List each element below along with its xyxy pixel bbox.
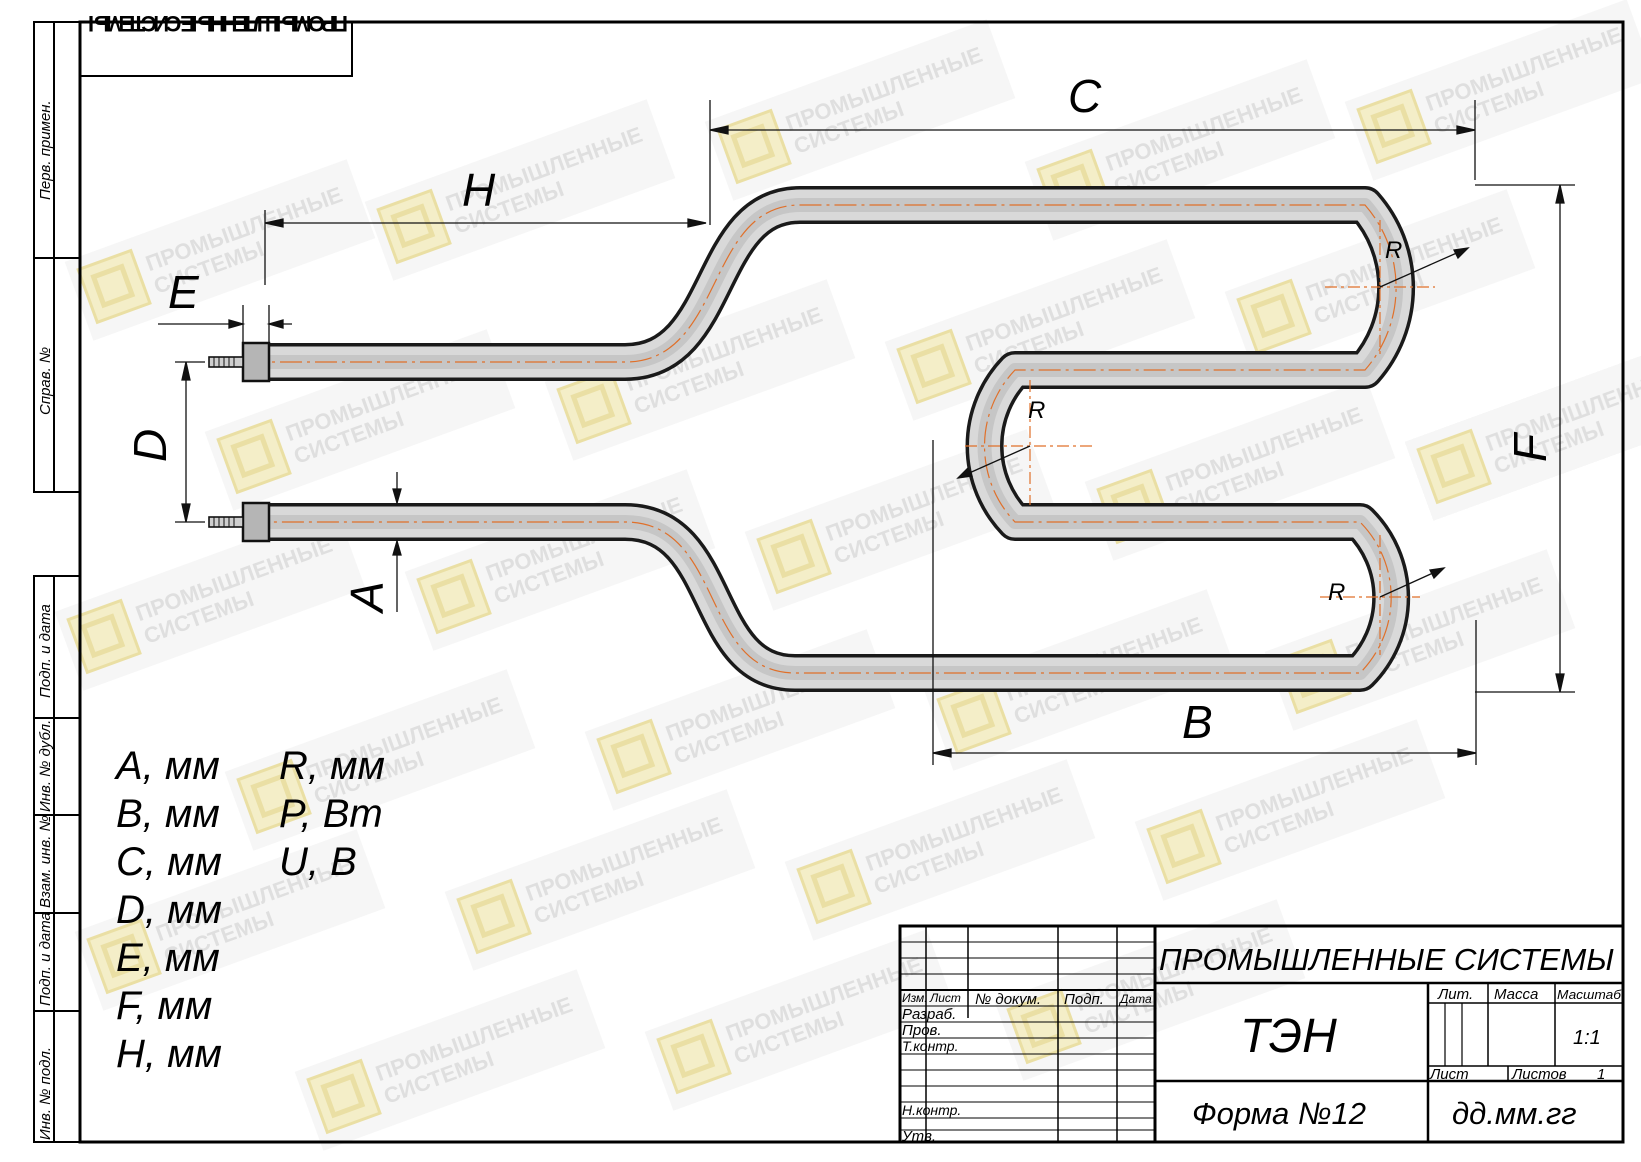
tb-listov-value: 1 [1597, 1066, 1605, 1083]
dim-label-r-bottom: R [1328, 579, 1345, 606]
param-r: R, мм [279, 744, 385, 788]
side-label-perv-primen: Перв. примен. [37, 100, 54, 200]
tb-utv: Утв. [901, 1128, 936, 1145]
tube-centerline [245, 204, 1397, 674]
tb-listov: Листов [1511, 1066, 1567, 1083]
side-stamp-column [33, 21, 81, 1143]
side-label-inv-podl: Инв. № подл. [37, 1047, 54, 1140]
tb-prov: Пров. [902, 1022, 942, 1039]
title-product: ТЭН [1240, 1010, 1337, 1063]
tb-col-dokum: № докум. [975, 991, 1041, 1008]
param-b: B, мм [116, 792, 220, 836]
mirrored-stamp-text: ПРОМЫШЛЕННЫЕ СИСТЕМЫ [88, 11, 348, 36]
side-label-podp-data-bottom: Подп. и дата [37, 912, 54, 1006]
dim-label-c: C [1068, 70, 1102, 122]
mirrored-stamp-box [79, 21, 353, 77]
tb-list: Лист [1429, 1066, 1469, 1083]
title-form: Форма №12 [1192, 1096, 1366, 1131]
dim-label-e: E [168, 266, 200, 318]
param-e: E, мм [116, 936, 220, 980]
tb-col-data: Дата [1118, 992, 1152, 1006]
terminal-bottom [208, 501, 271, 543]
side-label-vzam-inv: Взам. инв. № [37, 815, 54, 908]
dimension-lines [158, 100, 1575, 765]
dim-label-f: F [1504, 431, 1556, 462]
title-block-grid [898, 924, 1625, 1144]
title-date-format: дд.мм.гг [1452, 1096, 1577, 1131]
param-u: U, В [279, 840, 357, 884]
param-d: D, мм [116, 888, 222, 932]
tb-col-podp: Подп. [1064, 991, 1104, 1008]
radius-leaders [956, 247, 1470, 598]
side-label-inv-dubl: Инв. № дубл. [37, 720, 54, 812]
tb-massa: Масса [1494, 986, 1538, 1003]
side-label-sprav-no: Справ. № [37, 347, 54, 415]
tb-scale: 1:1 [1573, 1027, 1601, 1049]
dim-label-h: H [462, 164, 496, 216]
param-c: C, мм [116, 840, 222, 884]
tb-col-list: Лист [929, 991, 961, 1005]
dim-label-r-top: R [1385, 237, 1402, 264]
tb-nkontr: Н.контр. [902, 1102, 961, 1118]
tb-tkontr: Т.контр. [902, 1038, 958, 1054]
param-h: H, мм [116, 1032, 222, 1076]
tb-razrab: Разраб. [902, 1006, 956, 1023]
tb-lit: Лит. [1437, 986, 1473, 1003]
side-label-podp-data-top: Подп. и дата [37, 604, 54, 698]
dim-label-b: B [1182, 696, 1213, 748]
dim-label-d: D [124, 429, 176, 462]
param-p: P, Вт [279, 792, 383, 836]
tb-masshtab: Масштаб [1557, 987, 1622, 1002]
tb-col-izm: Изм. [902, 991, 928, 1005]
param-f: F, мм [116, 984, 213, 1028]
dim-label-r-mid: R [1028, 397, 1045, 424]
title-company: ПРОМЫШЛЕННЫЕ СИСТЕМЫ [1159, 942, 1615, 977]
parameter-list: A, мм B, мм C, мм D, мм E, мм F, мм H, м… [116, 746, 436, 1086]
dim-label-a: A [341, 581, 393, 615]
param-a: A, мм [116, 744, 220, 788]
terminal-top [208, 341, 271, 383]
